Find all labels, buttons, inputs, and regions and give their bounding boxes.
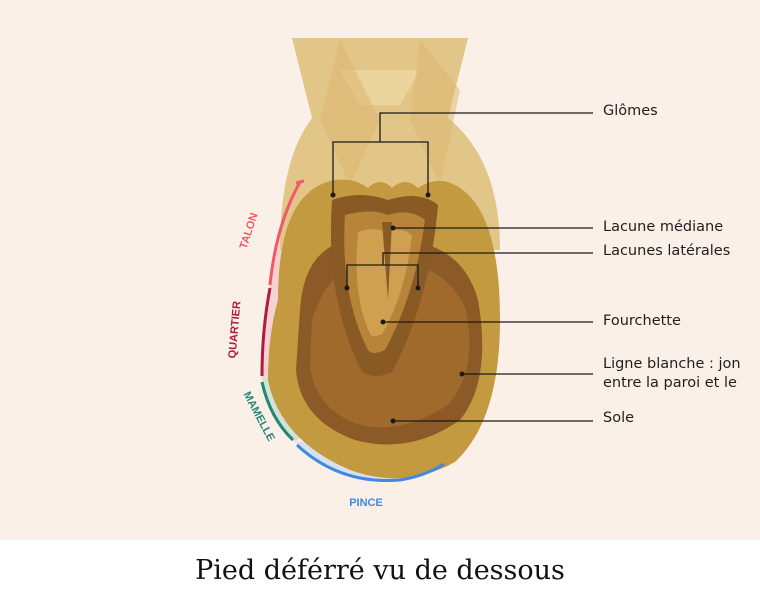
lacune-mediane-label: Lacune médiane xyxy=(603,219,724,235)
lacunes-laterales-label: Lacunes latérales xyxy=(603,243,731,259)
callout-dots xyxy=(330,192,465,424)
fourchette-label: Fourchette xyxy=(603,313,681,329)
diagram-area: TALON QUARTIER MAMELLE PINCE Glômes Lacu… xyxy=(0,0,760,540)
leg-shade xyxy=(320,40,380,185)
talon-arc xyxy=(268,181,302,286)
quartier-arc xyxy=(260,287,272,377)
hoof-illustration: TALON QUARTIER MAMELLE PINCE xyxy=(227,38,593,509)
pince-arc xyxy=(295,443,445,483)
glomes-label: Glômes xyxy=(603,103,658,119)
quartier-label: QUARTIER xyxy=(227,301,244,359)
diagram-caption: Pied déférré vu de dessous xyxy=(195,555,565,586)
mamelle-arc xyxy=(260,381,295,442)
lacune-mediane-groove xyxy=(382,222,392,300)
ligne-blanche-label-line2: entre la paroi et le xyxy=(603,375,737,391)
frog-inner xyxy=(356,229,412,336)
callout-lines xyxy=(332,112,593,422)
talon-label: TALON xyxy=(238,212,261,251)
ligne-blanche-label-line1: Ligne blanche : jon xyxy=(603,356,741,372)
pince-label: PINCE xyxy=(349,497,383,509)
sole-label: Sole xyxy=(603,410,635,426)
